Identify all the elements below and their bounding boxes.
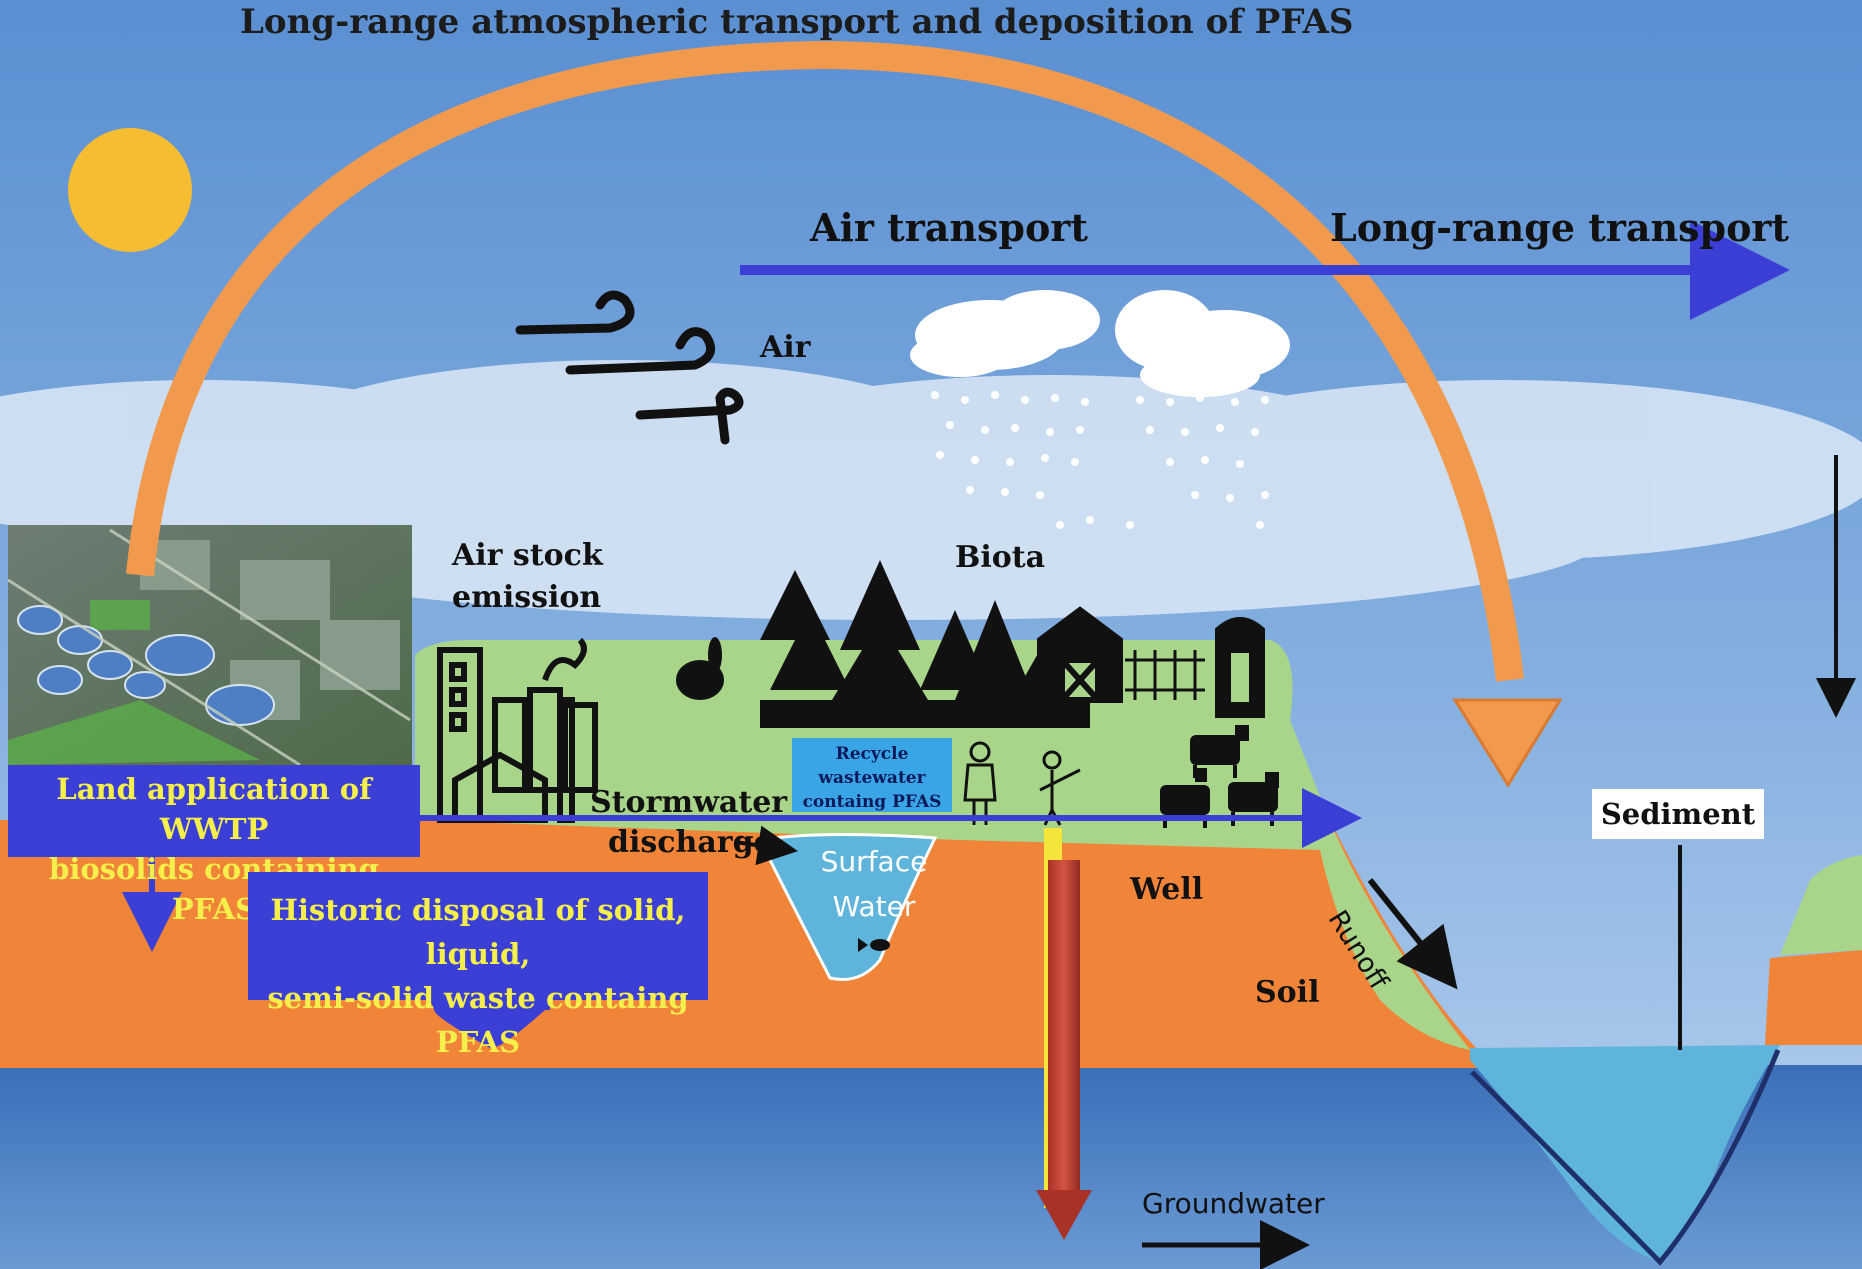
- long-range-transport-label: Long-range transport: [1330, 205, 1789, 250]
- surface-label: Surface: [820, 845, 928, 878]
- arc-arrowhead: [1455, 700, 1560, 785]
- land-application-box: Land application of WWTP biosolids conta…: [8, 765, 420, 926]
- sediment-label: Sediment: [1592, 789, 1764, 839]
- well-label: Well: [1130, 872, 1204, 907]
- fence-icon: [1125, 650, 1205, 700]
- forest-icon: [760, 560, 1090, 728]
- river-bank: [1470, 1049, 1781, 1266]
- air-stock-label: Air stock: [452, 538, 603, 573]
- wwtp-aerial-photo: [7, 525, 412, 767]
- well-pipe: [1048, 860, 1080, 1190]
- recycle-line3: containg PFAS: [802, 792, 942, 812]
- rabbit-icon: [676, 637, 724, 700]
- discharge-label: discharge: [608, 825, 773, 860]
- silo-icon: [1215, 617, 1265, 718]
- historic-disposal-line1: Historic disposal of solid, liquid,: [270, 893, 686, 971]
- recycle-line1: Recycle: [835, 744, 909, 764]
- arc-arrowhead-outline: [1452, 698, 1563, 788]
- historic-disposal-box: Historic disposal of solid, liquid, semi…: [248, 872, 708, 1059]
- air-transport-label: Air transport: [810, 205, 1088, 250]
- rain-drops: [931, 391, 1269, 529]
- recycle-line2: wastewater: [818, 768, 926, 788]
- stormwater-arrow: [734, 825, 798, 866]
- groundwater-label: Groundwater: [1142, 1187, 1325, 1220]
- historic-disposal-line2: semi-solid waste containg PFAS: [267, 981, 689, 1059]
- stormwater-label: Stormwater: [590, 785, 788, 820]
- land-application-line1: Land application of WWTP: [56, 772, 372, 846]
- factory-icon: [437, 637, 598, 823]
- rain-cloud-icon: [910, 290, 1290, 397]
- air-label: Air: [760, 330, 811, 365]
- historic-disposal-down-arrow: [430, 1000, 550, 1049]
- grass-right: [1780, 855, 1862, 955]
- barn-icon: [1037, 606, 1123, 703]
- river-basin: [1470, 1045, 1780, 1262]
- emission-label: emission: [452, 580, 602, 615]
- cloud-bank: [0, 360, 1862, 620]
- runoff-arrow: [1367, 878, 1458, 990]
- biota-label: Biota: [955, 540, 1046, 575]
- diagram-title: Long-range atmospheric transport and dep…: [240, 2, 1354, 42]
- sun-icon: [68, 128, 192, 252]
- fish-icon: [858, 938, 890, 952]
- cattle-icon: [1160, 725, 1279, 828]
- recycle-wastewater-box: Recycle wastewater containg PFAS: [792, 738, 952, 812]
- wind-icon: [515, 290, 744, 445]
- long-range-arc-arrow: [126, 40, 1524, 682]
- water-label: Water: [832, 890, 916, 923]
- soil-layer-right: [1765, 950, 1862, 1045]
- soil-label: Soil: [1255, 975, 1320, 1010]
- well-pipe-arrowhead: [1036, 1190, 1092, 1240]
